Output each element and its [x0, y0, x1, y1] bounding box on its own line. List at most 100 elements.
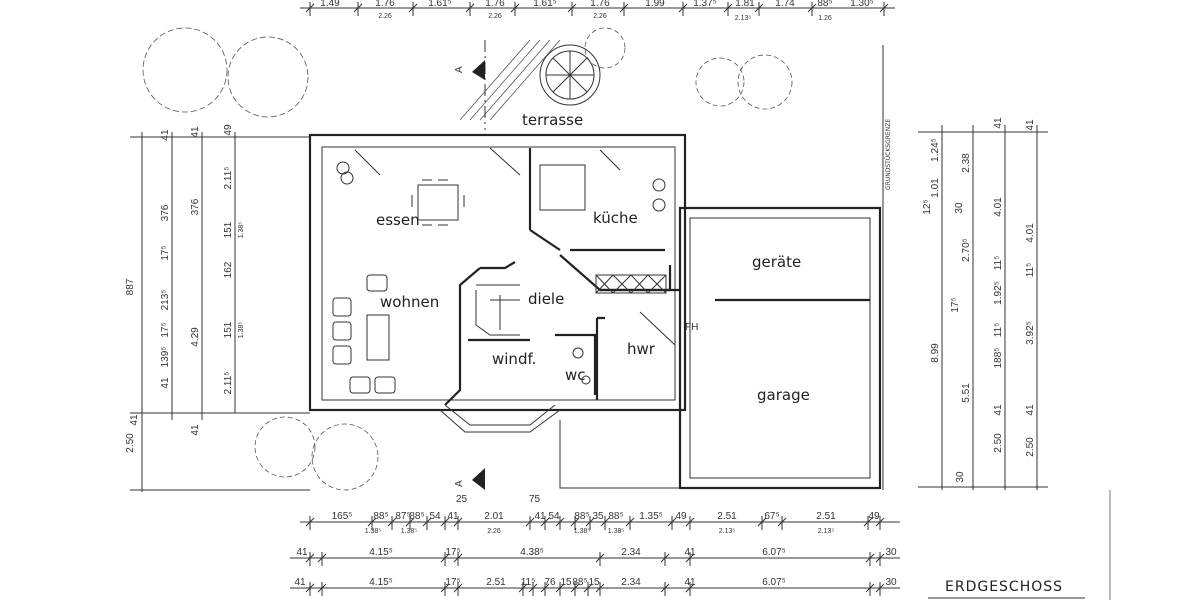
dim-label: 2.51: [816, 511, 836, 522]
dim-label: 1.24⁵: [930, 138, 941, 162]
dim-label: 15: [560, 577, 572, 588]
dim-label: 2.34: [621, 547, 641, 558]
dim-label: 35: [592, 511, 604, 522]
section-arrow-icon: [472, 468, 485, 490]
dim-label: 887: [125, 278, 136, 295]
dim-label: 11⁵: [521, 577, 536, 588]
dim-sublabel: 1.38⁵: [238, 222, 245, 239]
dim-label: 376: [160, 204, 171, 221]
dim-label: 11⁵: [993, 323, 1004, 338]
dim-label: 76: [544, 577, 556, 588]
dim-sublabel: 2.26: [488, 13, 502, 20]
dim-label: 1.74: [775, 0, 795, 9]
dim-label: 54: [548, 511, 560, 522]
pergola-hatching: [459, 39, 561, 121]
section-label-bottom: A: [454, 480, 465, 487]
dim-label: 41: [160, 129, 171, 141]
dim-label: 1.35⁵: [639, 511, 663, 522]
section-arrow-icon: [472, 60, 485, 80]
dim-label: 49: [675, 511, 687, 522]
dim-label: 2.34: [621, 577, 641, 588]
dim-label: 1.76: [590, 0, 610, 9]
tree-icon: [227, 36, 309, 118]
dim-sublabel: 1.38⁵: [608, 528, 625, 535]
dim-label: 139⁵: [160, 347, 171, 368]
dim-label: 376: [190, 198, 201, 215]
dim-label: 88⁵: [409, 511, 424, 522]
room-label-diele: diele: [528, 290, 564, 308]
dim-sublabel: 1.38⁵: [574, 528, 591, 535]
dim-label: 17⁵: [445, 547, 460, 558]
dim-label: 2.51: [717, 511, 737, 522]
dim-label: 67⁵: [764, 511, 779, 522]
left-dimension-chains: [130, 132, 310, 492]
dim-label: 188⁵: [993, 348, 1004, 369]
dim-label: 41: [993, 117, 1004, 129]
right-dimension-chains: [918, 125, 1048, 490]
dim-label: 49: [223, 124, 234, 136]
dim-label: 1.99: [645, 0, 665, 9]
section-offset: 25: [456, 494, 468, 505]
dim-label: 17⁵: [160, 245, 171, 260]
dim-label: 41: [294, 577, 306, 588]
tree-icon: [311, 423, 379, 491]
dim-label: 15: [588, 577, 600, 588]
round-table-icon: [539, 44, 601, 106]
dim-label: 8.99: [930, 343, 941, 363]
dim-label: 41: [190, 424, 201, 436]
dim-label: 12⁵: [922, 199, 933, 214]
dim-label: 88⁵: [817, 0, 832, 9]
top-dimension-chain: 1.49 1.76 1.61⁵ 1.76 1.61⁵ 1.76 1.99 1.3…: [300, 0, 895, 22]
dim-label: 41: [160, 377, 171, 389]
dim-label: 4.15⁵: [369, 577, 393, 588]
dim-label: 6.07⁵: [762, 547, 786, 558]
dim-label: 41: [129, 414, 140, 426]
dim-label: 2.50: [1025, 437, 1036, 457]
dim-label: 41: [684, 577, 696, 588]
dim-label: 41: [190, 126, 201, 138]
dim-label: 1.61⁵: [428, 0, 452, 9]
dim-sublabel: 2.26: [593, 13, 607, 20]
dim-label: 4.29: [190, 327, 201, 347]
dim-label: 2.50: [125, 433, 136, 453]
dim-label: 41: [993, 404, 1004, 416]
tree-icon: [142, 27, 228, 113]
dim-label: 41: [534, 511, 546, 522]
tree-icon: [254, 416, 316, 478]
dim-label: 4.38⁵: [520, 547, 544, 558]
dim-sublabel: 2.13⁵: [735, 15, 752, 22]
dim-label: 151: [223, 321, 234, 338]
dim-label: 2.50: [993, 433, 1004, 453]
dim-label: 11⁵: [993, 256, 1004, 271]
tree-icon: [695, 57, 745, 107]
trees: [142, 27, 793, 491]
dim-label: 17⁵: [950, 297, 961, 312]
dim-label: 88⁵: [572, 577, 587, 588]
dim-label: 49: [868, 511, 880, 522]
dim-label: 2.11⁵: [223, 372, 234, 395]
dim-sublabel: 2.13⁵: [818, 528, 835, 535]
dim-sublabel: 1.38⁵: [365, 528, 382, 535]
dim-label: 30: [954, 202, 965, 214]
dim-label: 2.11⁵: [223, 167, 234, 190]
dim-label: 1.81: [735, 0, 755, 9]
dim-label: 88⁵: [574, 511, 589, 522]
property-line-label: GRUNDSTÜCKSGRENZE: [885, 119, 892, 190]
tree-icon: [584, 27, 626, 69]
dim-label: 1.61⁵: [533, 0, 557, 9]
bottom-dimension-chains: [290, 516, 900, 596]
section-offset: 75: [529, 494, 541, 505]
dim-label: 4.01: [993, 197, 1004, 217]
room-label-geraete: geräte: [752, 253, 801, 271]
dim-label: 2.70⁵: [961, 238, 972, 262]
room-label-wohnen: wohnen: [380, 293, 439, 311]
dim-label: 88⁵: [608, 511, 623, 522]
dim-label: 41: [1025, 404, 1036, 416]
dim-label: 1.37⁵: [693, 0, 717, 9]
dim-label: 4.15⁵: [369, 547, 393, 558]
room-label-windfang: windf.: [492, 350, 536, 368]
dim-label: 30: [885, 547, 897, 558]
dim-label: 17⁵: [160, 322, 171, 337]
dim-label: 1.76: [485, 0, 505, 9]
